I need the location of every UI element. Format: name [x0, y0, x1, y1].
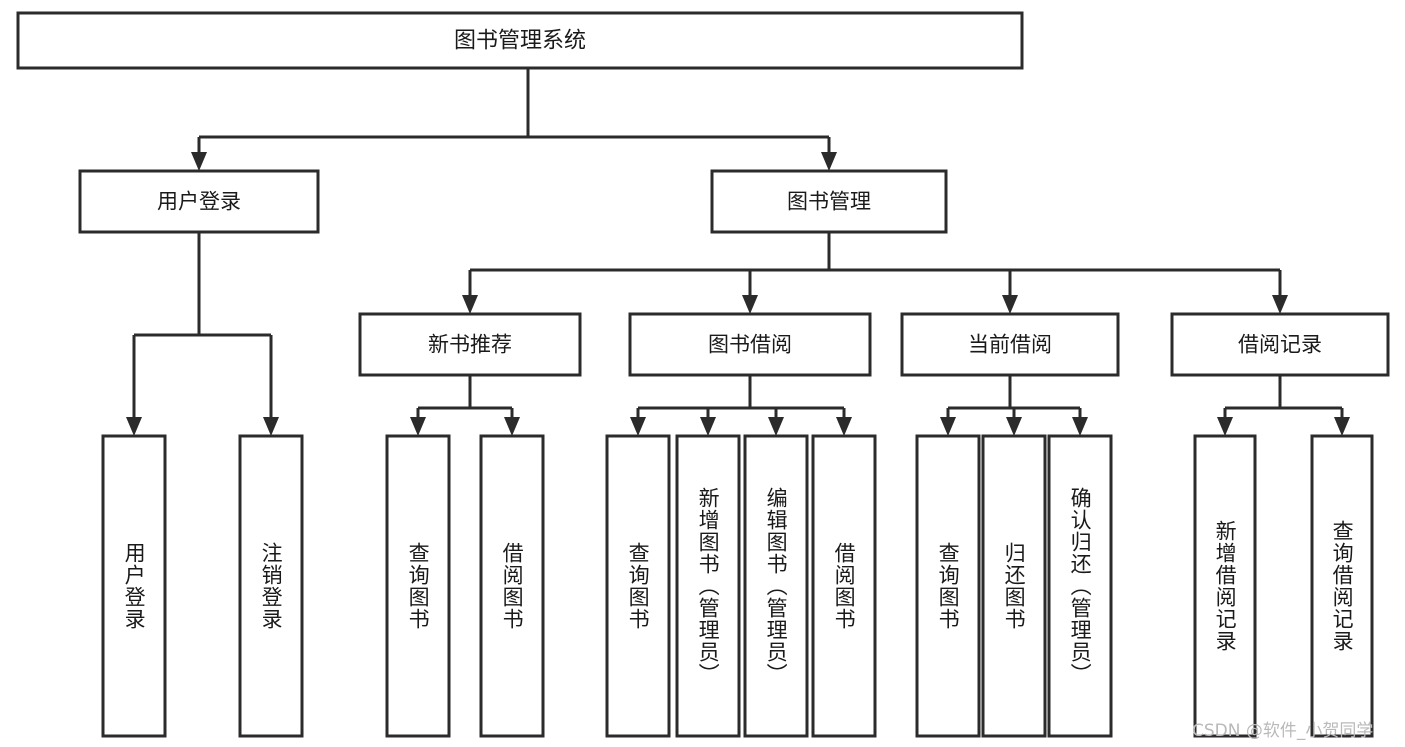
node-label-root: 图书管理系统	[454, 29, 586, 54]
node-box-leaf-add-record[interactable]	[1193, 434, 1257, 738]
node-label-book-borrow: 图书借阅	[708, 333, 792, 357]
node-box-leaf-logout[interactable]	[238, 434, 304, 738]
arrow-head-icon	[1006, 417, 1022, 436]
arrow-head-icon	[462, 295, 478, 314]
node-box-leaf-query-book-rec[interactable]	[385, 434, 451, 738]
arrow-head-icon	[504, 417, 520, 436]
node-label-new-book-rec: 新书推荐	[428, 333, 512, 357]
connector-layer	[126, 68, 1350, 436]
node-box-layer	[16, 11, 1390, 738]
node-box-user-login[interactable]	[78, 169, 320, 234]
node-box-leaf-return-book[interactable]	[981, 434, 1047, 738]
arrow-head-icon	[191, 152, 207, 171]
node-label-borrow-record: 借阅记录	[1238, 333, 1322, 357]
node-box-leaf-borrow-book[interactable]	[811, 434, 877, 738]
arrow-head-icon	[263, 417, 279, 436]
arrow-head-icon	[768, 417, 784, 436]
arrow-head-icon	[410, 417, 426, 436]
node-box-book-manage[interactable]	[710, 169, 948, 234]
node-box-borrow-record[interactable]	[1170, 312, 1390, 377]
arrow-head-icon	[700, 417, 716, 436]
node-label-current-borrow: 当前借阅	[968, 333, 1052, 357]
node-box-leaf-edit-book[interactable]	[743, 434, 809, 738]
node-box-new-book-rec[interactable]	[358, 312, 582, 377]
node-box-book-borrow[interactable]	[628, 312, 872, 377]
node-box-leaf-query-book-cur[interactable]	[915, 434, 981, 738]
csdn-watermark: CSDN @软件_小贺同学	[1192, 721, 1374, 741]
arrow-head-icon	[821, 152, 837, 171]
node-box-root[interactable]	[16, 11, 1024, 70]
arrow-head-icon	[836, 417, 852, 436]
node-box-leaf-borrow-book-rec[interactable]	[479, 434, 545, 738]
arrow-head-icon	[126, 417, 142, 436]
node-box-leaf-query-record[interactable]	[1310, 434, 1374, 738]
node-label-book-manage: 图书管理	[787, 190, 871, 214]
node-box-leaf-confirm-return[interactable]	[1047, 434, 1113, 738]
node-box-leaf-query-book-borrow[interactable]	[605, 434, 671, 738]
arrow-head-icon	[742, 295, 758, 314]
arrow-head-icon	[1334, 417, 1350, 436]
arrow-head-icon	[1217, 417, 1233, 436]
arrow-head-icon	[630, 417, 646, 436]
arrow-head-icon	[1272, 295, 1288, 314]
node-box-current-borrow[interactable]	[900, 312, 1120, 377]
arrow-head-icon	[1002, 295, 1018, 314]
node-label-user-login: 用户登录	[157, 190, 241, 214]
arrow-head-icon	[940, 417, 956, 436]
node-box-leaf-user-login[interactable]	[101, 434, 167, 738]
arrow-head-icon	[1072, 417, 1088, 436]
node-box-leaf-add-book[interactable]	[675, 434, 741, 738]
